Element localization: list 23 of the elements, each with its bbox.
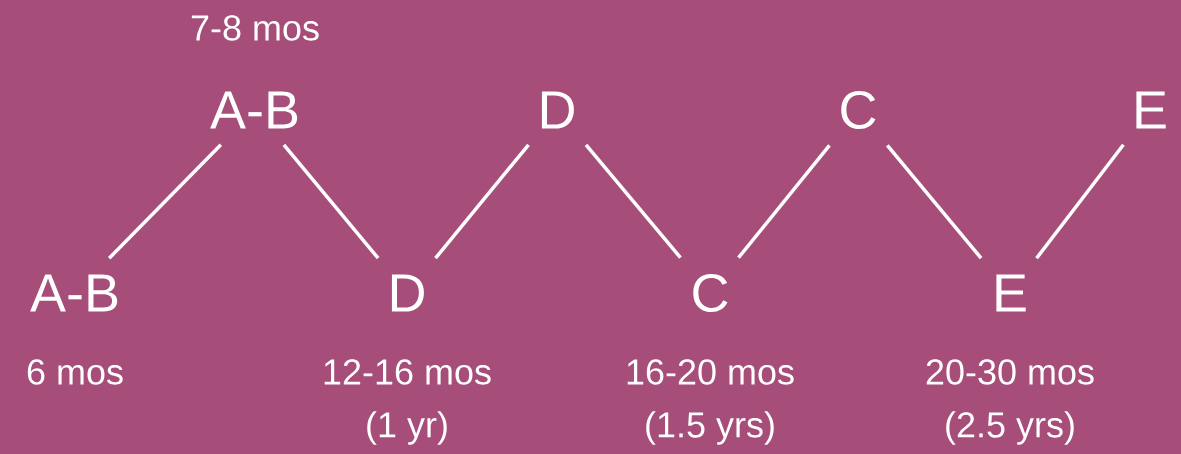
connector-line bbox=[584, 143, 682, 259]
age-label: 12-16 mos bbox=[324, 359, 491, 385]
stage-letter: E bbox=[996, 274, 1026, 312]
connector-line bbox=[107, 143, 223, 260]
stage-letter: C bbox=[841, 90, 876, 130]
age-label: 7-8 mos bbox=[191, 15, 319, 41]
age-label: (2.5 yrs) bbox=[946, 411, 1074, 445]
stage-letter: D bbox=[391, 274, 424, 312]
age-label: 20-30 mos bbox=[926, 359, 1094, 385]
stage-letter: D bbox=[541, 91, 574, 129]
age-label: 16-20 mos bbox=[627, 359, 794, 385]
stage-letter: A-B bbox=[210, 91, 298, 129]
connector-line bbox=[886, 144, 983, 260]
connector-line bbox=[1035, 143, 1125, 260]
connector-line bbox=[434, 143, 530, 260]
stage-letter: A-B bbox=[30, 274, 118, 312]
age-label: (1 yr) bbox=[367, 411, 447, 445]
age-label: (1.5 yrs) bbox=[646, 411, 774, 445]
age-label: 6 mos bbox=[27, 359, 123, 385]
stage-letter: C bbox=[693, 273, 728, 313]
connector-line bbox=[737, 144, 831, 259]
connector-line bbox=[282, 143, 380, 260]
stage-letter: E bbox=[1136, 91, 1166, 129]
